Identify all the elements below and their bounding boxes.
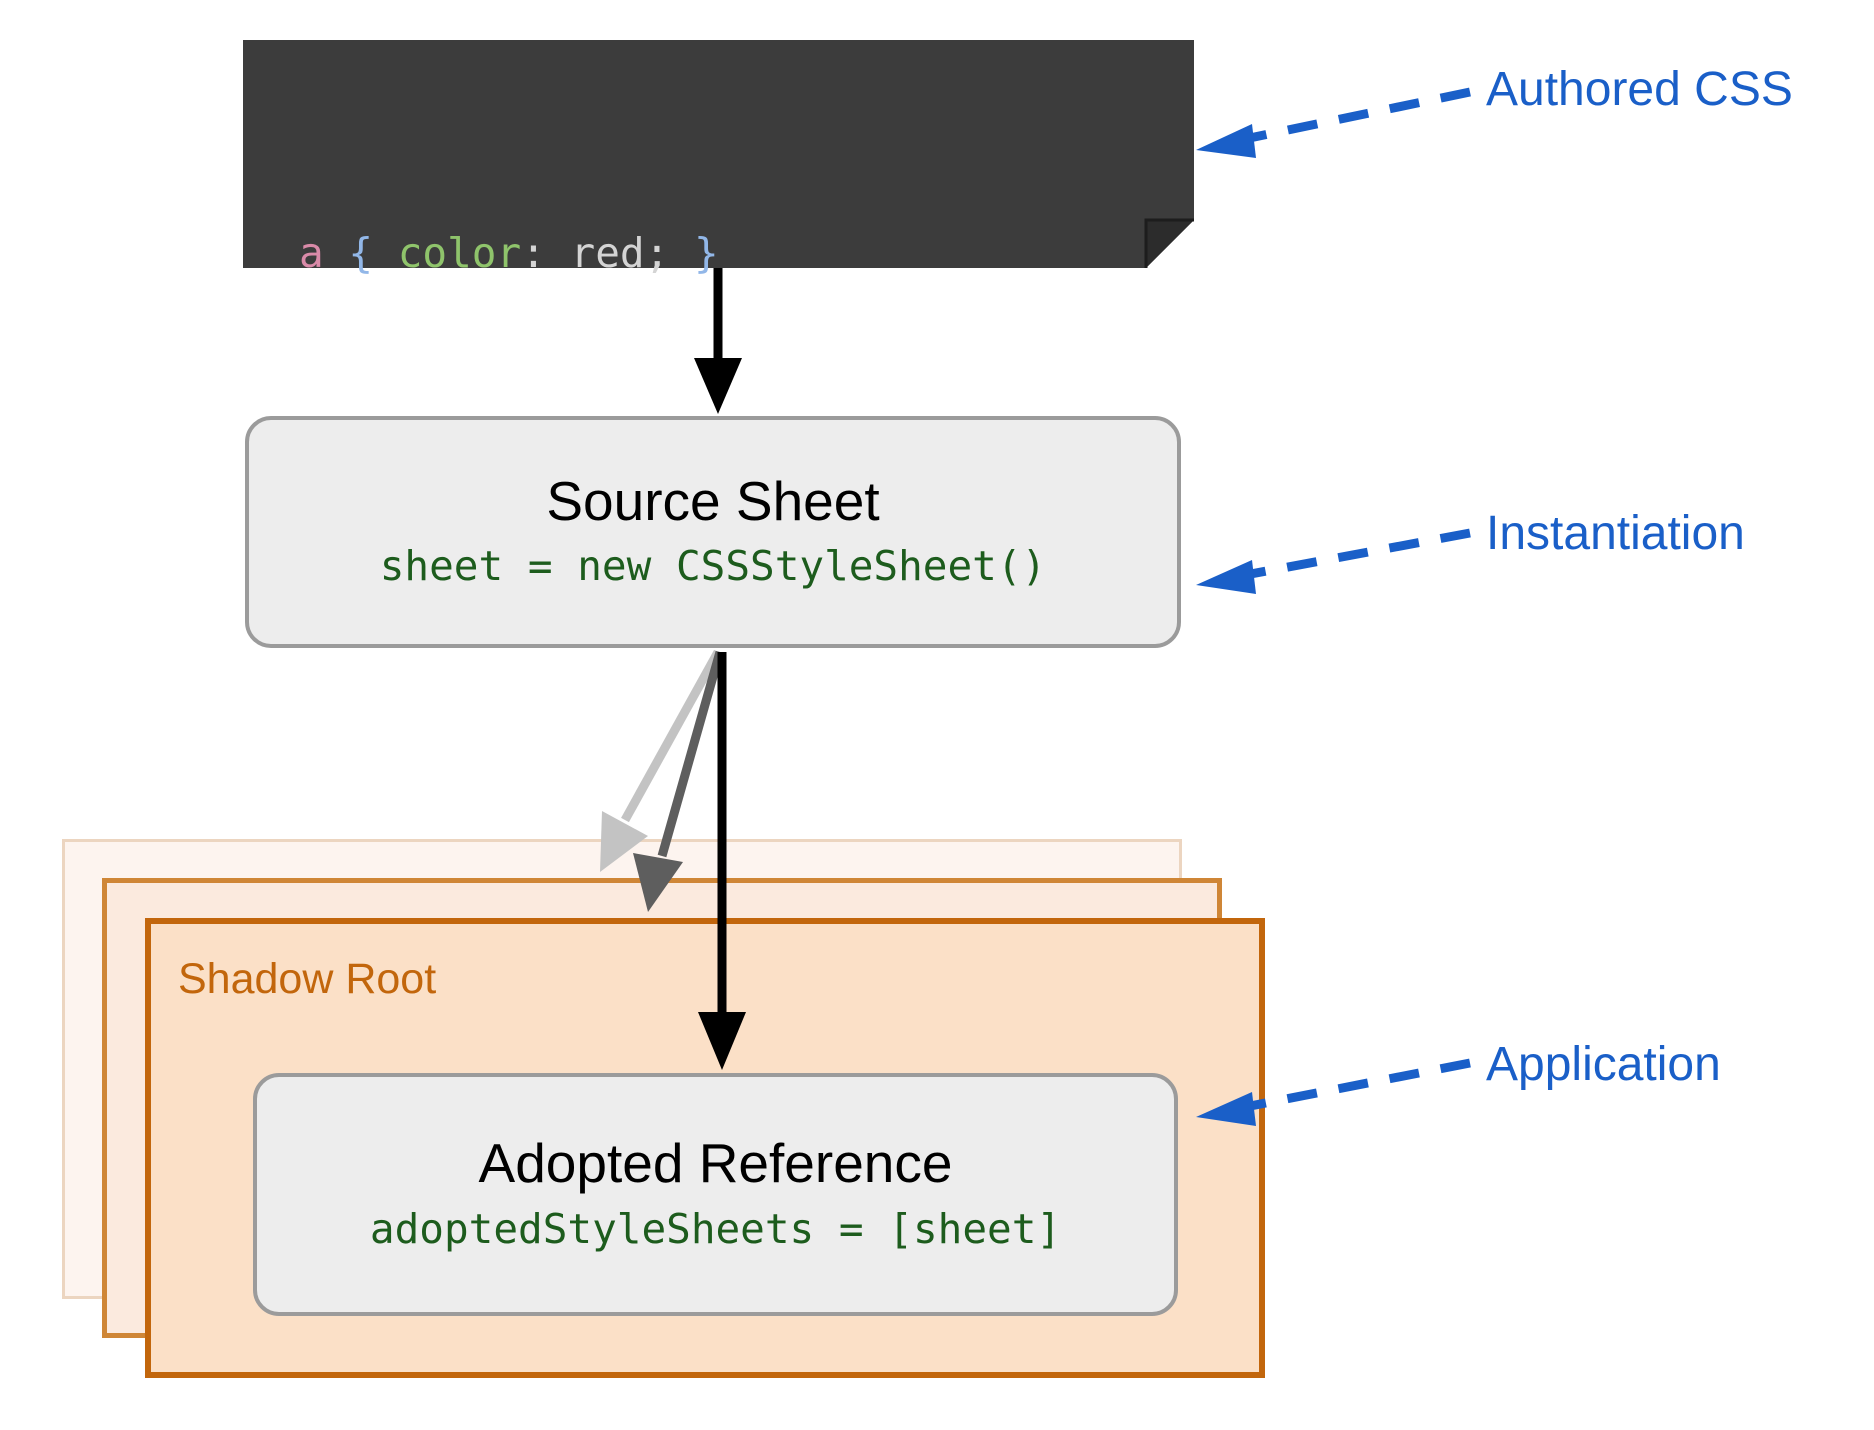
annotation-label-authored-css: Authored CSS [1486, 63, 1793, 116]
css-selector-a: a [299, 229, 324, 277]
shadow-root-label: Shadow Root [178, 955, 437, 1003]
source-sheet-code: sheet = new CSSStyleSheet() [379, 542, 1047, 591]
css-brace-close-1: } [693, 229, 719, 277]
authored-css-note: a { color: red; } p { padding: 10px; } [243, 40, 1194, 463]
annotation-label-instantiation: Instantiation [1486, 507, 1745, 560]
source-sheet-title: Source Sheet [546, 469, 880, 532]
css-value-red: : red; [521, 229, 694, 277]
css-property-color: color [397, 229, 522, 277]
code-note-shape [243, 40, 1194, 268]
annotation-label-application: Application [1486, 1038, 1721, 1091]
adopted-reference-node: Adopted Reference adoptedStyleSheets = [… [253, 1073, 1178, 1316]
code-line-1: a { color: red; } [299, 222, 793, 284]
source-sheet-node: Source Sheet sheet = new CSSStyleSheet() [245, 416, 1181, 648]
adopted-reference-title: Adopted Reference [478, 1132, 953, 1195]
adopted-reference-code: adoptedStyleSheets = [sheet] [369, 1204, 1062, 1253]
annotation-arrow-authored-css [1196, 87, 1471, 158]
annotation-arrow-instantiation [1196, 528, 1471, 594]
css-brace-open-1: { [323, 229, 398, 277]
